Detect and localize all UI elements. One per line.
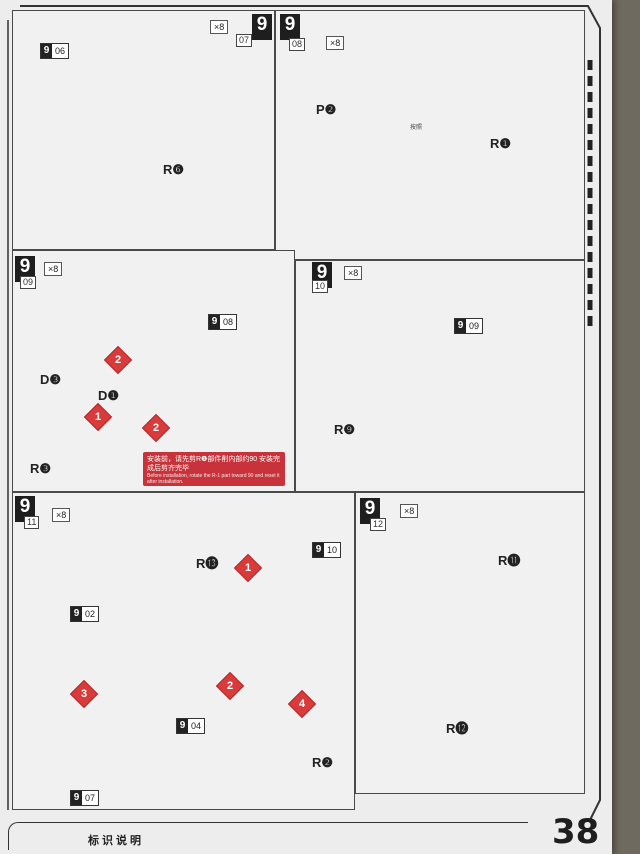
part-label: D❶	[98, 388, 119, 404]
footer-bar	[8, 822, 528, 850]
page-number: 38	[552, 812, 599, 852]
part-label: P❷	[316, 102, 336, 118]
reference-tag: 9 10	[312, 542, 341, 558]
small-note: 按照	[410, 122, 422, 131]
ref-glyph: 9	[209, 315, 220, 329]
reference-tag: 9 07	[70, 790, 99, 806]
step-number: 9	[252, 14, 272, 40]
part-label: R❻	[163, 162, 184, 178]
quantity-badge: ×8	[44, 262, 62, 276]
warning-text-en: Before installation, rotate the R-1 part…	[147, 473, 281, 485]
order-number: 2	[109, 351, 127, 369]
step-panel-11	[12, 492, 355, 810]
quantity-badge: ×8	[326, 36, 344, 50]
ref-number: 08	[220, 317, 236, 327]
step-sub-number: 10	[312, 280, 328, 293]
part-label: D❸	[40, 372, 61, 388]
ref-glyph: 9	[71, 607, 82, 621]
part-label: R❷	[312, 755, 333, 771]
order-number: 2	[147, 419, 165, 437]
order-number: 1	[89, 408, 107, 426]
ref-number: 06	[52, 46, 68, 56]
footer-title: 标识说明	[88, 832, 144, 848]
order-number: 2	[221, 677, 239, 695]
quantity-badge: ×8	[400, 504, 418, 518]
part-label: R❸	[30, 461, 51, 477]
ref-number: 07	[82, 793, 98, 803]
reference-tag: 9 02	[70, 606, 99, 622]
step-number: 9	[280, 14, 300, 40]
ref-number: 10	[324, 545, 340, 555]
ref-number: 04	[188, 721, 204, 731]
part-label: R❾	[334, 422, 355, 438]
reference-tag: 9 06	[40, 43, 69, 59]
part-label: R⓫	[498, 550, 520, 569]
warning-text-cn: 安装前，请先剪R❶部件削内部约90 安装完成后剪齐完毕	[147, 455, 281, 473]
part-label: R⓭	[196, 553, 218, 572]
order-number: 3	[75, 685, 93, 703]
step-panel-12	[355, 492, 585, 794]
reference-tag: 9 08	[208, 314, 237, 330]
step-sub-number: 08	[289, 38, 305, 51]
step-sub-number: 12	[370, 518, 386, 531]
ref-glyph: 9	[177, 719, 188, 733]
ref-glyph: 9	[313, 543, 324, 557]
ref-glyph: 9	[455, 319, 466, 333]
order-number: 4	[293, 695, 311, 713]
reference-tag: 9 04	[176, 718, 205, 734]
ref-number: 02	[82, 609, 98, 619]
ref-glyph: 9	[71, 791, 82, 805]
part-label: R❶	[490, 136, 511, 152]
step-sub-number: 11	[24, 516, 39, 529]
warning-note: 安装前，请先剪R❶部件削内部约90 安装完成后剪齐完毕 Before insta…	[143, 452, 285, 486]
quantity-badge: ×8	[52, 508, 70, 522]
step-sub-number: 09	[20, 276, 36, 289]
part-label: R⓬	[446, 718, 468, 737]
quantity-badge: ×8	[210, 20, 228, 34]
step-panel-10	[295, 260, 585, 492]
ref-glyph: 9	[41, 44, 52, 58]
order-number: 1	[239, 559, 257, 577]
reference-tag: 9 09	[454, 318, 483, 334]
step-panel-08	[275, 10, 585, 260]
step-sub-number: 07	[236, 34, 252, 47]
quantity-badge: ×8	[344, 266, 362, 280]
ref-number: 09	[466, 321, 482, 331]
